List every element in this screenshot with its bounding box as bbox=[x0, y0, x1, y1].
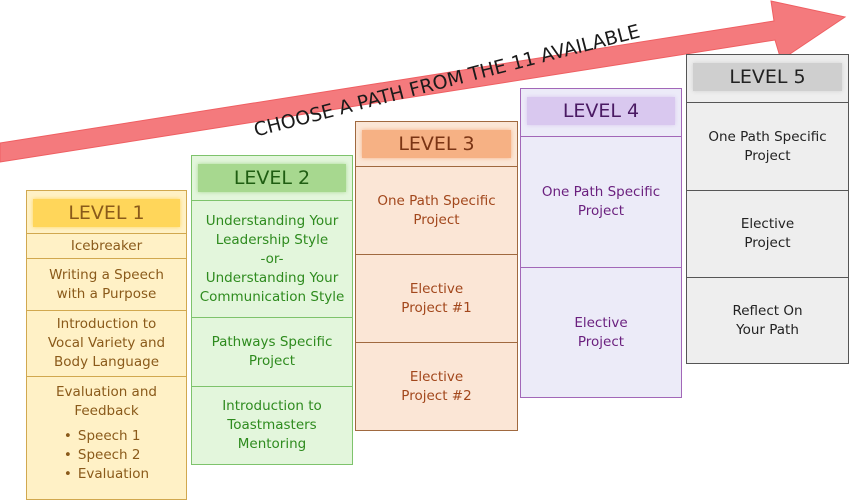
level-5-item-elective: Elective Project bbox=[687, 190, 848, 277]
item-line: Project bbox=[413, 211, 460, 228]
progress-arrow-shape bbox=[0, 0, 847, 163]
item-line: Elective bbox=[409, 280, 464, 297]
item-line: Project #2 bbox=[401, 387, 472, 404]
bullet-item: Evaluation bbox=[64, 465, 149, 484]
item-line: with a Purpose bbox=[56, 285, 157, 302]
level-5-item-reflect: Reflect On Your Path bbox=[687, 277, 848, 363]
item-line: Project bbox=[248, 353, 296, 369]
level-4-column: LEVEL 4 One Path Specific Project Electi… bbox=[520, 88, 682, 398]
level-3-column: LEVEL 3 One Path Specific Project Electi… bbox=[355, 121, 518, 431]
item-line: Toastmasters bbox=[227, 417, 317, 433]
item-line: Communication Style bbox=[199, 288, 345, 305]
item-line: Project bbox=[577, 203, 625, 219]
item-line: Leadership Style bbox=[215, 231, 329, 248]
level-2-item-mentoring: Introduction to Toastmasters Mentoring bbox=[192, 386, 352, 464]
item-line: One Path Specific bbox=[541, 184, 661, 200]
bullet-item: Speech 1 bbox=[64, 427, 149, 446]
level-3-item-elective-2: Elective Project #2 bbox=[356, 342, 517, 430]
level-2-item-leadership-style: Understanding Your Leadership Style -or-… bbox=[192, 200, 352, 317]
level-3-title: LEVEL 3 bbox=[362, 130, 511, 158]
item-line: Body Language bbox=[54, 354, 159, 370]
level-5-item-path-specific: One Path Specific Project bbox=[687, 102, 848, 190]
item-line: -or- bbox=[260, 250, 284, 267]
item-line: Understanding Your bbox=[205, 212, 339, 229]
item-line: Pathways Specific bbox=[211, 334, 333, 350]
level-1-column: LEVEL 1 Icebreaker Writing a Speech with… bbox=[26, 190, 187, 500]
item-line: Feedback bbox=[74, 403, 139, 419]
level-3-item-elective-1: Elective Project #1 bbox=[356, 254, 517, 342]
level-5-title: LEVEL 5 bbox=[693, 63, 842, 91]
level-2-column: LEVEL 2 Understanding Your Leadership St… bbox=[191, 155, 353, 465]
item-line: Icebreaker bbox=[70, 237, 143, 254]
progress-arrow bbox=[0, 0, 847, 163]
item-line: Introduction to bbox=[222, 398, 322, 414]
level-5-column: LEVEL 5 One Path Specific Project Electi… bbox=[686, 54, 849, 364]
item-line: Elective bbox=[740, 216, 795, 232]
level-3-item-path-specific: One Path Specific Project bbox=[356, 166, 517, 254]
item-line: Mentoring bbox=[237, 436, 307, 452]
level-2-item-pathways-specific: Pathways Specific Project bbox=[192, 317, 352, 386]
item-line: Elective bbox=[409, 368, 464, 385]
level-1-item-evaluation: Evaluation and Feedback Speech 1 Speech … bbox=[27, 376, 186, 496]
item-line: One Path Specific bbox=[708, 128, 827, 145]
bullet-item: Speech 2 bbox=[64, 446, 149, 465]
item-line: Evaluation and bbox=[56, 384, 157, 400]
level-1-title: LEVEL 1 bbox=[33, 199, 180, 227]
level-4-item-path-specific: One Path Specific Project bbox=[521, 136, 681, 267]
item-line: Elective bbox=[574, 314, 628, 331]
item-line: Project #1 bbox=[401, 299, 472, 316]
level-4-item-elective: Elective Project bbox=[521, 267, 681, 397]
level-4-title: LEVEL 4 bbox=[527, 97, 675, 125]
item-line: Understanding Your bbox=[205, 269, 339, 286]
item-line: Writing a Speech bbox=[49, 266, 164, 283]
item-line: Project bbox=[744, 147, 791, 164]
level-1-item-icebreaker: Icebreaker bbox=[27, 233, 186, 258]
item-line: Project bbox=[577, 333, 625, 350]
item-line: Reflect On bbox=[732, 302, 803, 319]
level-1-item-writing-speech: Writing a Speech with a Purpose bbox=[27, 258, 186, 310]
item-line: Project bbox=[744, 235, 791, 251]
evaluation-bullet-list: Speech 1 Speech 2 Evaluation bbox=[64, 427, 149, 484]
level-1-item-vocal-variety: Introduction to Vocal Variety and Body L… bbox=[27, 310, 186, 376]
item-line: Introduction to bbox=[56, 316, 157, 332]
item-line: Your Path bbox=[736, 321, 799, 338]
level-2-title: LEVEL 2 bbox=[198, 164, 346, 192]
item-line: One Path Specific bbox=[377, 192, 496, 209]
item-line: Vocal Variety and bbox=[47, 335, 166, 351]
